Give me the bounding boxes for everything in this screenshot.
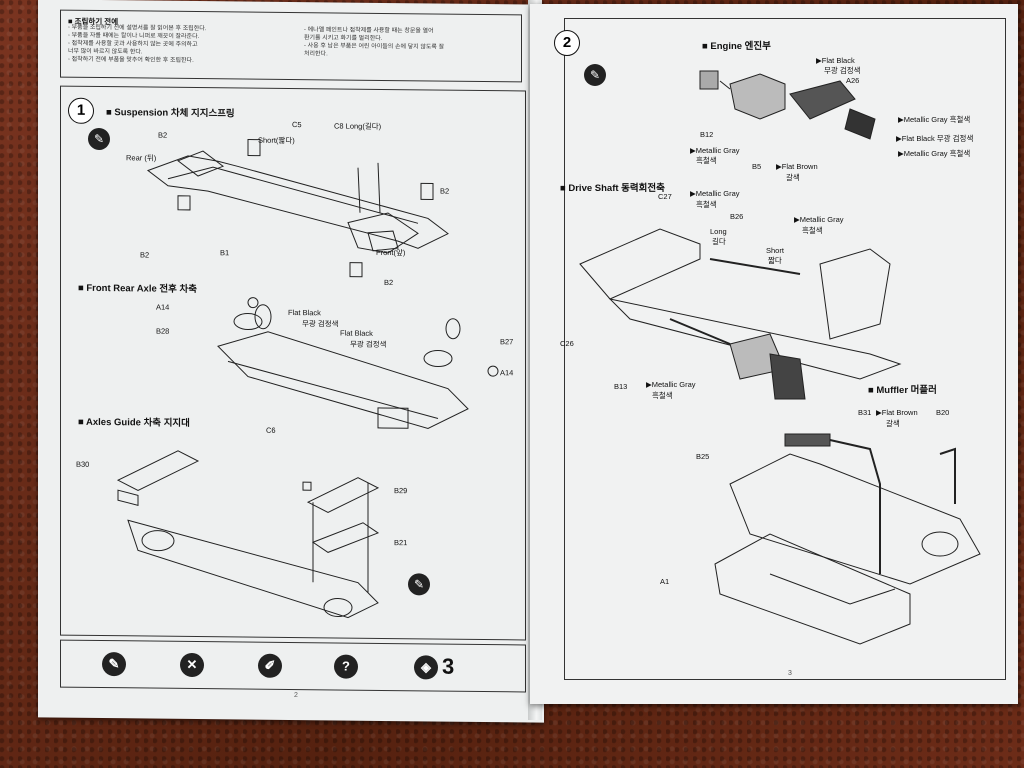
label-b27: B27 [500, 337, 514, 347]
label-a14-b: A14 [500, 368, 514, 378]
legend-bar [60, 639, 526, 693]
label-b2-a: B2 [158, 130, 168, 140]
section-axles-guide: ■ Axles Guide 차축 지지대 [78, 416, 190, 429]
section-suspension: ■ Suspension 차체 지지스프링 [106, 107, 235, 120]
label-c5: C5 [292, 120, 302, 130]
label-flat-black-b-ko: 무광 검정색 [350, 339, 387, 350]
notes-line-2: - 부품을 자를 때에는 칼이나 니퍼로 깨끗이 잘라준다. [68, 32, 200, 41]
instruction-page-right: 2 ✎ ■ Engine 엔진부 ▶Flat Black 무광 검정색 A26 … [530, 4, 1018, 704]
label-metallic-gray-f: ▶Metallic Gray [646, 380, 696, 389]
label-c8-long: C8 Long(길다) [334, 121, 382, 131]
label-b2-b: B2 [440, 186, 450, 196]
label-b20: B20 [936, 408, 950, 417]
notes-line-6: - 에나멜 페인트나 접착제를 사용할 때는 창문을 열어 [304, 27, 434, 35]
label-flat-black-a-ko: 무광 검정색 [302, 319, 339, 329]
label-c27: C27 [658, 192, 672, 201]
label-metallic-gray-d-ko: 흑철색 [696, 200, 717, 209]
section-drive-shaft: ■ Drive Shaft 동력회전축 [560, 183, 665, 194]
label-a14-a: A14 [156, 302, 170, 312]
label-long: Long [710, 227, 727, 236]
label-b29: B29 [394, 486, 408, 496]
label-b31: B31 [858, 408, 872, 417]
label-b30: B30 [76, 459, 90, 469]
label-long-ko: 길다 [712, 237, 726, 246]
no-glue-icon: ✕ [180, 652, 204, 678]
question-icon: ? [334, 654, 358, 679]
label-metallic-gray-a: ▶Metallic Gray 흑철색 [898, 115, 971, 124]
label-short: Short [766, 246, 784, 255]
glue-icon: ✎ [408, 573, 430, 596]
label-short: Short(짧다) [258, 135, 295, 146]
axles-guide-diagram [116, 450, 380, 619]
page-number-right: 3 [788, 670, 792, 677]
legend-number: 3 [442, 653, 455, 679]
label-flat-brown-2-ko: 갈색 [886, 419, 900, 428]
notes-line-9: 처리한다. [304, 51, 328, 58]
notes-line-7: 환기를 시키고 화기를 멀리한다. [304, 35, 383, 42]
label-metallic-gray-e: ▶Metallic Gray [794, 215, 844, 224]
label-metallic-gray-b: ▶Metallic Gray 흑철색 [898, 149, 971, 158]
glue-icon: ✎ [584, 64, 606, 86]
step-number-1: 1 [68, 97, 94, 124]
notes-line-8: - 사용 후 남은 부품은 어린 아이들의 손에 닿지 않도록 잘 [304, 43, 445, 51]
muffler-diagram [714, 433, 981, 645]
glue-icon: ✎ [88, 127, 110, 151]
label-b12: B12 [700, 130, 714, 139]
label-flat-brown: ▶Flat Brown [776, 162, 818, 171]
label-flat-brown-2: ▶Flat Brown [876, 408, 918, 417]
notes-line-1: - 부품을 조립하기 전에 설명서를 잘 읽어본 후 조립한다. [68, 24, 207, 33]
label-b26: B26 [730, 212, 744, 221]
label-b25: B25 [696, 452, 710, 461]
label-flat-black-b: Flat Black [340, 328, 373, 338]
label-a1: A1 [660, 577, 670, 586]
section-engine: ■ Engine 엔진부 [702, 41, 771, 52]
label-flat-brown-ko: 갈색 [786, 173, 800, 182]
axle-diagram [217, 297, 499, 429]
label-a26: A26 [846, 76, 860, 85]
label-b13: B13 [614, 382, 628, 391]
drive-shaft-diagram [579, 228, 902, 400]
label-rear: Rear (뒤) [126, 153, 157, 163]
label-b2-c: B2 [140, 250, 150, 260]
label-flat-black-2: ▶Flat Black 무광 검정색 [896, 134, 974, 143]
section-front-rear-axle: ■ Front Rear Axle 전후 차축 [78, 282, 198, 296]
label-b2-d: B2 [384, 277, 394, 288]
suspension-diagram [146, 139, 449, 278]
label-b28: B28 [156, 326, 170, 336]
label-metallic-gray-f-ko: 흑철색 [652, 391, 673, 400]
paint-icon: ✐ [258, 653, 282, 678]
instruction-page-left: ■ 조립하기 전에 - 부품을 조립하기 전에 설명서를 잘 읽어본 후 조립한… [38, 0, 544, 723]
label-flat-black-ko: 무광 검정색 [824, 66, 861, 75]
label-metallic-gray-e-ko: 흑철색 [802, 226, 823, 235]
label-short-ko: 짧다 [768, 256, 782, 265]
notes-line-3: - 접착제를 사용할 곳과 사용하지 않는 곳에 주의하고 [68, 40, 198, 49]
label-b5: B5 [752, 162, 762, 171]
label-c26: C26 [560, 339, 574, 348]
step-2-box [564, 18, 1006, 680]
notes-line-4: 너무 많이 바르지 않도록 한다. [68, 48, 143, 56]
engine-diagram [699, 70, 876, 140]
page-number-left: 2 [294, 692, 298, 700]
label-c6: C6 [266, 425, 276, 435]
label-metallic-gray-c: ▶Metallic Gray [690, 146, 740, 155]
section-muffler: ■ Muffler 머플러 [868, 385, 937, 396]
label-b21: B21 [394, 538, 408, 548]
label-flat-black: ▶Flat Black [816, 56, 855, 65]
label-flat-black-a: Flat Black [288, 307, 321, 318]
label-metallic-gray-c-ko: 흑철색 [696, 156, 717, 165]
glue-icon: ✎ [102, 652, 126, 677]
label-front: Front(앞) [376, 247, 406, 258]
notes-line-5: - 접착하기 전에 부품을 맞추어 확인한 후 조립한다. [68, 56, 194, 64]
label-metallic-gray-d: ▶Metallic Gray [690, 189, 740, 198]
step-number-2: 2 [554, 30, 580, 56]
label-b1: B1 [220, 248, 230, 258]
parts-icon: ◈ [414, 655, 438, 680]
